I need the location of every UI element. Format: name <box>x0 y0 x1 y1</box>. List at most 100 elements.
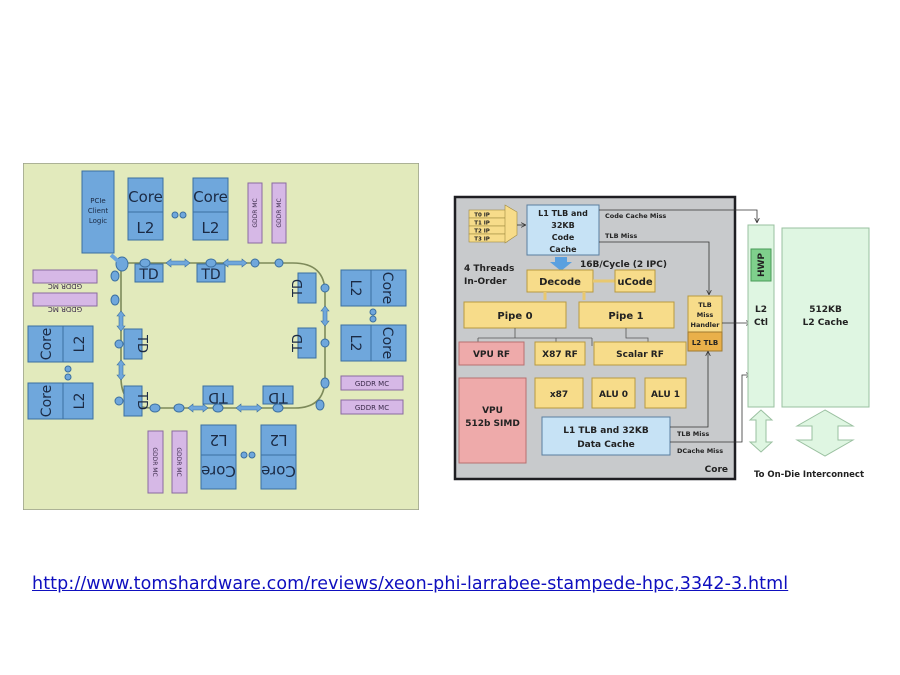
svg-text:x87: x87 <box>550 390 568 400</box>
svg-text:Ctl: Ctl <box>754 318 768 328</box>
core-block-top-1: Core L2 <box>127 177 164 241</box>
svg-text:Core: Core <box>379 327 395 359</box>
svg-text:TD: TD <box>138 267 158 283</box>
svg-text:TD: TD <box>200 267 220 283</box>
ring-stop <box>114 396 124 406</box>
decode-block: Decode <box>526 269 594 293</box>
svg-text:Logic: Logic <box>89 217 107 225</box>
ring-stop <box>110 270 120 282</box>
in-order-label: In-Order <box>464 277 507 287</box>
svg-text:Data Cache: Data Cache <box>577 440 635 450</box>
svg-text:L2 Cache: L2 Cache <box>803 318 849 328</box>
svg-text:L2: L2 <box>347 335 363 352</box>
svg-text:T3 IP: T3 IP <box>474 237 490 243</box>
td-block-right-1: TD <box>291 272 317 304</box>
svg-text:L2: L2 <box>72 336 88 353</box>
svg-text:Core: Core <box>379 272 395 304</box>
svg-text:uCode: uCode <box>617 277 652 288</box>
svg-text:T1 IP: T1 IP <box>474 221 490 227</box>
ring-stop <box>114 339 124 349</box>
svg-text:GDDR MC: GDDR MC <box>175 447 182 476</box>
gddr-mc-left-1: GDDR MC <box>32 269 98 290</box>
svg-text:Pipe 0: Pipe 0 <box>497 311 532 322</box>
l2ctl-interconnect-arrow <box>748 409 774 453</box>
td-block-left-2: TD <box>123 385 149 417</box>
gddr-mc-top-1: GDDR MC <box>247 182 263 244</box>
ring-arrow <box>222 258 248 268</box>
l1-code-cache-block: L1 TLB and 32KB Code Cache <box>526 204 600 256</box>
gddr-mc-top-2: GDDR MC <box>271 182 287 244</box>
l2-cache-512kb-block: 512KB L2 Cache <box>781 227 870 408</box>
svg-text:ALU 1: ALU 1 <box>651 390 680 400</box>
svg-text:TD: TD <box>291 334 306 353</box>
td-block-top-1: TD <box>134 263 164 283</box>
svg-text:Miss: Miss <box>697 311 714 319</box>
svg-text:L2: L2 <box>347 280 363 297</box>
td-block-top-2: TD <box>196 263 226 283</box>
alu-1-block: ALU 1 <box>644 377 687 409</box>
code-cache-miss-line <box>599 209 757 222</box>
interconnect-label: To On-Die Interconnect <box>754 470 864 480</box>
gddr-mc-left-2: GDDR MC <box>32 292 98 313</box>
pipe-0-block: Pipe 0 <box>463 301 567 329</box>
vpu-rf-block: VPU RF <box>458 341 525 366</box>
svg-text:Core: Core <box>201 462 236 480</box>
svg-text:TD: TD <box>208 389 228 405</box>
td-block-right-2: TD <box>291 327 317 359</box>
tlb-miss-handler-block: TLB Miss Handler <box>687 295 723 333</box>
svg-text:L2: L2 <box>72 393 88 410</box>
svg-text:Code: Code <box>552 233 575 242</box>
core-block-bottom-2: L2 Core <box>260 424 297 490</box>
svg-text:TD: TD <box>291 279 306 298</box>
svg-text:TD: TD <box>268 389 288 405</box>
svg-text:GDDR MC: GDDR MC <box>355 404 389 412</box>
svg-text:GDDR MC: GDDR MC <box>48 305 82 313</box>
svg-text:TLB: TLB <box>698 301 712 309</box>
svg-text:512b SIMD: 512b SIMD <box>465 419 520 429</box>
svg-text:L2: L2 <box>755 305 767 315</box>
ring-stop <box>274 258 284 268</box>
ring-stop <box>272 403 284 413</box>
pcie-client-logic-block: PCIe Client Logic <box>81 170 115 254</box>
svg-text:T2 IP: T2 IP <box>474 229 490 235</box>
svg-text:L2: L2 <box>202 219 220 237</box>
svg-text:Core: Core <box>261 462 296 480</box>
svg-text:Scalar RF: Scalar RF <box>616 350 664 360</box>
code-cache-miss-label: Code Cache Miss <box>605 212 666 220</box>
svg-text:L2: L2 <box>137 219 155 237</box>
bandwidth-label: 16B/Cycle (2 IPC) <box>580 260 667 270</box>
svg-text:Pipe 1: Pipe 1 <box>608 311 643 322</box>
svg-text:VPU RF: VPU RF <box>473 350 510 360</box>
svg-text:Client: Client <box>88 207 109 215</box>
gddr-mc-right-2: GDDR MC <box>340 399 404 415</box>
l2-tlb-block: L2 TLB <box>687 331 723 352</box>
svg-text:Decode: Decode <box>539 277 581 288</box>
ring-stop <box>250 258 260 268</box>
td-block-left-1: TD <box>123 328 149 360</box>
ring-interconnect-diagram: PCIe Client Logic Core L2 Core L2 TD TD … <box>23 163 419 510</box>
l2cache-interconnect-arrow <box>795 409 855 457</box>
svg-text:GDDR MC: GDDR MC <box>276 198 283 227</box>
fetch-arrow <box>550 257 572 271</box>
ring-stop <box>110 294 120 306</box>
core-block-left-1: Core L2 <box>27 325 94 363</box>
svg-text:L1 TLB and 32KB: L1 TLB and 32KB <box>563 426 649 436</box>
gddr-mc-bottom-2: GDDR MC <box>171 430 188 494</box>
ellipsis-dot <box>179 211 187 219</box>
svg-text:Cache: Cache <box>549 245 577 254</box>
svg-text:TD: TD <box>134 391 149 410</box>
svg-text:GDDR MC: GDDR MC <box>355 380 389 388</box>
core-microarchitecture-diagram: Core T0 IP T1 IP T2 IP T3 IP L1 TLB and … <box>453 195 870 481</box>
core-block-right-2: L2 Core <box>340 324 407 362</box>
ellipsis-dot <box>369 308 377 316</box>
x87-block: x87 <box>534 377 584 409</box>
source-link[interactable]: http://www.tomshardware.com/reviews/xeon… <box>32 574 789 594</box>
ring-stop <box>115 256 129 272</box>
td-block-bottom-1: TD <box>202 385 234 405</box>
l1-data-cache-block: L1 TLB and 32KB Data Cache <box>541 416 671 456</box>
svg-text:Core: Core <box>128 188 163 206</box>
svg-text:ALU 0: ALU 0 <box>599 390 628 400</box>
ellipsis-dot <box>369 315 377 323</box>
svg-text:HWP: HWP <box>757 253 767 277</box>
svg-text:L1 TLB and: L1 TLB and <box>538 209 588 218</box>
